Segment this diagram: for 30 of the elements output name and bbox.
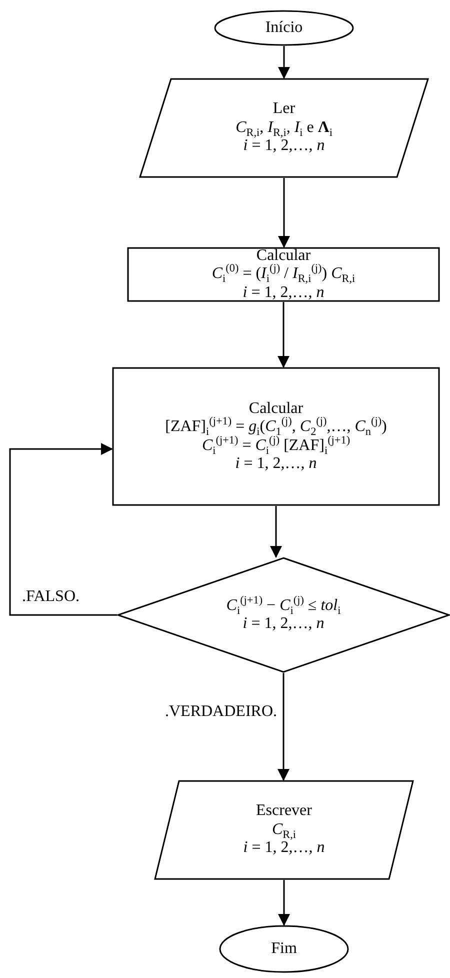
- step-title: Ler: [272, 100, 296, 119]
- arrow: [9, 443, 117, 616]
- formula: C$_{R,i}$: [272, 820, 296, 840]
- condition-formula: C$_{i}$$^{(j+1)}$ − C$_{i}$$^{(j)}$ ≤ tol$_{i}$: [226, 596, 341, 615]
- output-parallelogram: [154, 780, 414, 880]
- formula: C$_{R,i}$, I$_{R,i}$, I$_{i}$ e Λ$_{i}$: [236, 118, 332, 138]
- step-title: Escrever: [256, 802, 312, 821]
- arrow: [278, 302, 290, 368]
- terminal-label: Início: [265, 18, 303, 38]
- process-box: [127, 247, 440, 302]
- process-box: [112, 367, 440, 506]
- terminal-label: Fim: [271, 940, 297, 958]
- index-range: i = 1, 2,…, n: [243, 839, 325, 858]
- index-range: i = 1, 2,…, n: [242, 284, 324, 302]
- step-title: Calcular: [248, 400, 304, 417]
- index-range: i = 1, 2,…, n: [235, 454, 317, 474]
- arrow: [278, 880, 290, 926]
- end-terminal: [219, 925, 349, 973]
- step-title: Calcular: [256, 246, 311, 264]
- arrow: [278, 46, 290, 79]
- decision-diamond: [117, 557, 450, 673]
- arrow: [278, 178, 290, 248]
- arrow: [278, 673, 290, 781]
- formula: [ZAF]$_{i}$$^{(j+1)}$ = g$_{i}$(C$_{1}$$^{(j)}$, C$_{2}$$^{(j)}$,…, C$_{n}$$^{(j)}$): [165, 418, 387, 436]
- start-terminal: [214, 10, 354, 46]
- index-range: i = 1, 2,…, n: [242, 615, 324, 634]
- input-parallelogram: [139, 78, 429, 178]
- index-range: i = 1, 2,…, n: [243, 137, 325, 156]
- formula: C$_{i}$$^{(0)}$ = (I$_{i}$$^{(j)}$ / I$_{R,i}$$^{(j)}$) C$_{R,i}$: [212, 265, 356, 284]
- arrow: [270, 506, 282, 558]
